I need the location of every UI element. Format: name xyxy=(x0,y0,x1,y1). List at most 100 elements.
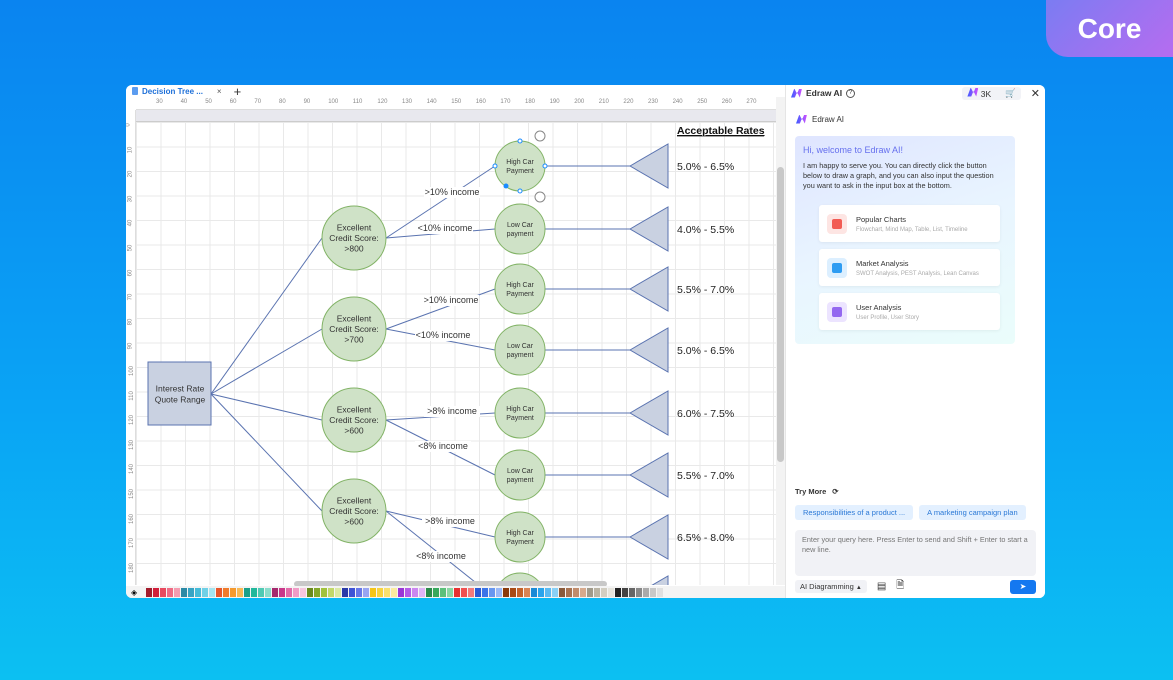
node-label[interactable]: Excellent xyxy=(337,222,372,232)
color-swatch[interactable] xyxy=(237,587,243,597)
new-tab-button[interactable]: + xyxy=(233,85,242,99)
color-swatch[interactable] xyxy=(216,587,222,597)
node-label[interactable]: High Car xyxy=(506,159,534,166)
color-swatch[interactable] xyxy=(314,587,320,597)
color-swatch[interactable] xyxy=(181,587,187,597)
car-payment-node[interactable] xyxy=(494,449,546,501)
help-icon[interactable]: ? xyxy=(846,88,856,98)
node-label[interactable]: Credit Score: xyxy=(329,506,379,516)
color-swatch[interactable] xyxy=(468,587,474,597)
node-label[interactable]: Excellent xyxy=(337,313,372,323)
suggestion-chip[interactable]: Responsibilities of a product ... xyxy=(795,505,914,520)
node-label[interactable]: Credit Score: xyxy=(329,324,379,334)
color-swatch[interactable] xyxy=(524,587,530,597)
query-input[interactable] xyxy=(795,530,1036,576)
color-swatch[interactable] xyxy=(342,587,348,597)
credit-score-node[interactable] xyxy=(321,478,387,544)
color-swatch[interactable] xyxy=(258,587,264,597)
node-label[interactable]: Payment xyxy=(506,539,534,546)
color-swatch[interactable] xyxy=(629,587,635,597)
node-label[interactable]: Excellent xyxy=(337,404,372,414)
color-swatch[interactable] xyxy=(503,587,509,597)
color-swatch[interactable] xyxy=(377,587,383,597)
color-swatch[interactable] xyxy=(293,587,299,597)
color-swatch[interactable] xyxy=(146,587,152,597)
color-swatch[interactable] xyxy=(594,587,600,597)
color-swatch[interactable] xyxy=(195,587,201,597)
node-label[interactable]: Low Car xyxy=(507,468,534,475)
color-swatch[interactable] xyxy=(356,587,362,597)
color-swatch[interactable] xyxy=(230,587,236,597)
suggestion-chip[interactable]: A marketing campaign plan xyxy=(919,505,1026,520)
color-swatch[interactable] xyxy=(209,587,215,597)
color-swatch[interactable] xyxy=(174,587,180,597)
color-swatch[interactable] xyxy=(328,587,334,597)
car-payment-node[interactable] xyxy=(494,324,546,376)
color-swatch[interactable] xyxy=(517,587,523,597)
color-swatch[interactable] xyxy=(545,587,551,597)
color-swatch[interactable] xyxy=(559,587,565,597)
color-swatch[interactable] xyxy=(608,587,614,597)
color-swatch[interactable] xyxy=(202,587,208,597)
color-swatch[interactable] xyxy=(440,587,446,597)
color-swatch[interactable] xyxy=(454,587,460,597)
mode-select[interactable]: AI Diagramming ▲ xyxy=(795,580,867,593)
color-swatch[interactable] xyxy=(391,587,397,597)
color-swatch[interactable] xyxy=(335,587,341,597)
node-label[interactable]: Low Car xyxy=(507,343,534,350)
color-swatch[interactable] xyxy=(405,587,411,597)
color-swatch[interactable] xyxy=(447,587,453,597)
color-swatch[interactable] xyxy=(188,587,194,597)
node-label[interactable]: >800 xyxy=(344,244,363,254)
node-label[interactable]: High Car xyxy=(506,406,534,413)
node-label[interactable]: High Car xyxy=(506,282,534,289)
color-swatch[interactable] xyxy=(538,587,544,597)
node-label[interactable]: Payment xyxy=(506,415,534,422)
cart-icon[interactable]: 🛒 xyxy=(1005,87,1016,98)
color-swatch[interactable] xyxy=(300,587,306,597)
credits-button[interactable]: 3K🛒 xyxy=(962,86,1021,100)
color-swatch[interactable] xyxy=(566,587,572,597)
color-swatch[interactable] xyxy=(153,587,159,597)
color-swatch[interactable] xyxy=(433,587,439,597)
color-swatch[interactable] xyxy=(573,587,579,597)
car-payment-node[interactable] xyxy=(494,387,546,439)
color-swatch[interactable] xyxy=(398,587,404,597)
color-swatch[interactable] xyxy=(552,587,558,597)
vertical-scrollbar[interactable] xyxy=(776,97,785,585)
node-label[interactable]: Excellent xyxy=(337,495,372,505)
credit-score-node[interactable] xyxy=(321,205,387,271)
color-swatch[interactable] xyxy=(587,587,593,597)
color-swatch[interactable] xyxy=(643,587,649,597)
color-swatch[interactable] xyxy=(510,587,516,597)
color-swatch[interactable] xyxy=(279,587,285,597)
close-panel-icon[interactable]: ✕ xyxy=(1030,87,1040,100)
color-swatch[interactable] xyxy=(622,587,628,597)
color-swatch[interactable] xyxy=(363,587,369,597)
credit-score-node[interactable] xyxy=(321,387,387,453)
color-swatch[interactable] xyxy=(419,587,425,597)
node-label[interactable]: payment xyxy=(507,231,534,238)
node-label[interactable]: >700 xyxy=(344,335,363,345)
fill-bucket-icon[interactable]: ◈ xyxy=(131,587,138,597)
color-swatch[interactable] xyxy=(580,587,586,597)
node-label[interactable]: Payment xyxy=(506,291,534,298)
node-label[interactable]: Credit Score: xyxy=(329,233,379,243)
node-label[interactable]: payment xyxy=(507,477,534,484)
color-swatch[interactable] xyxy=(167,587,173,597)
horizontal-scrollbar[interactable] xyxy=(294,581,607,587)
color-swatch[interactable] xyxy=(223,587,229,597)
color-swatch[interactable] xyxy=(384,587,390,597)
node-label[interactable]: Low Car xyxy=(507,222,534,229)
color-swatch[interactable] xyxy=(461,587,467,597)
close-tab-icon[interactable]: × xyxy=(216,86,222,96)
node-label[interactable]: >600 xyxy=(344,517,363,527)
color-swatch[interactable] xyxy=(496,587,502,597)
node-label[interactable]: Credit Score: xyxy=(329,415,379,425)
tab-decision-tree[interactable]: Decision Tree ...× xyxy=(126,85,228,97)
diagram-canvas[interactable]: >10% income<10% income>10% income<10% in… xyxy=(136,122,776,585)
color-swatch[interactable] xyxy=(615,587,621,597)
document-add-icon[interactable]: 🗎 xyxy=(896,580,905,591)
